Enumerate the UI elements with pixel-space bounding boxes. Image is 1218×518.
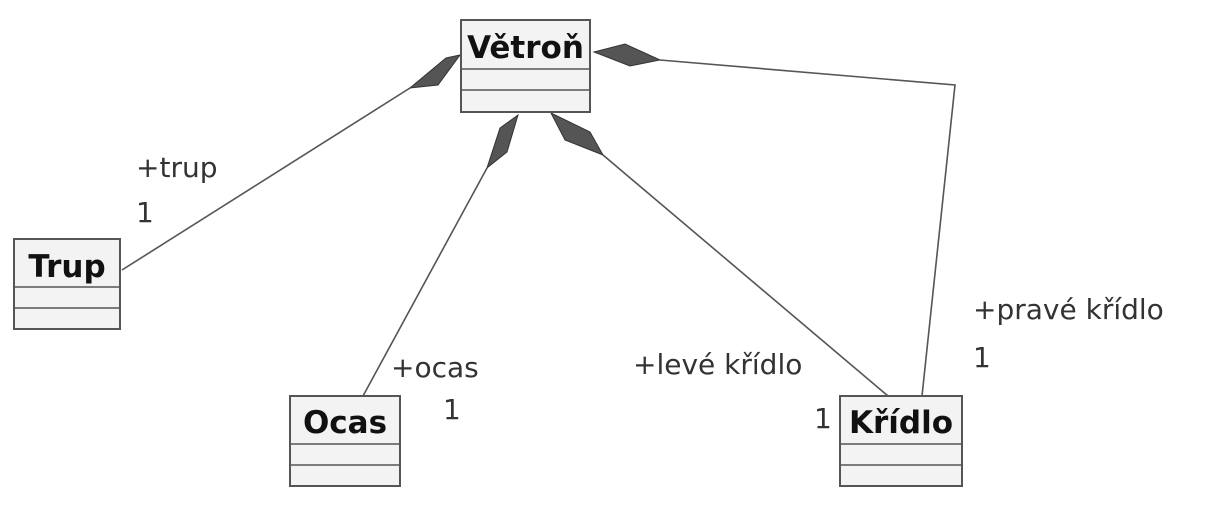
multiplicity-trup: 1: [136, 196, 154, 229]
composition-diamond-trup: [408, 54, 462, 89]
class-ocas[interactable]: Ocas: [289, 395, 401, 487]
class-name: Trup: [28, 249, 105, 285]
association-lines: [121, 59, 956, 397]
class-box: [460, 19, 591, 113]
class-vetron[interactable]: Větroň: [460, 19, 591, 113]
role-label-ocas: +ocas: [391, 351, 479, 384]
role-label-prave-kridlo: +pravé křídlo: [973, 293, 1164, 326]
composition-diamond-leve-kridlo: [549, 111, 605, 156]
class-box: [839, 395, 963, 487]
composition-diamond-ocas: [486, 113, 519, 170]
association-line-trup: [121, 87, 411, 271]
multiplicity-ocas: 1: [443, 393, 461, 426]
class-kridlo[interactable]: Křídlo: [839, 395, 963, 487]
composition-diamond-prave-kridlo: [592, 43, 662, 67]
role-label-leve-kridlo: +levé křídlo: [633, 348, 802, 381]
class-name: Křídlo: [849, 405, 953, 441]
association-line-ocas: [362, 167, 488, 397]
association-line-leve-kridlo: [602, 154, 889, 397]
association-line-prave-kridlo: [659, 59, 956, 397]
role-label-trup: +trup: [136, 151, 217, 184]
composition-diamonds: [408, 43, 662, 170]
class-box: [13, 238, 121, 330]
class-box: [289, 395, 401, 487]
class-trup[interactable]: Trup: [13, 238, 121, 330]
association-labels: +trup 1 +ocas 1 +levé křídlo 1 +pravé kř…: [136, 151, 1164, 435]
class-name: Ocas: [303, 405, 387, 441]
multiplicity-prave-kridlo: 1: [973, 341, 991, 374]
class-name: Větroň: [467, 30, 584, 66]
multiplicity-leve-kridlo: 1: [814, 402, 832, 435]
